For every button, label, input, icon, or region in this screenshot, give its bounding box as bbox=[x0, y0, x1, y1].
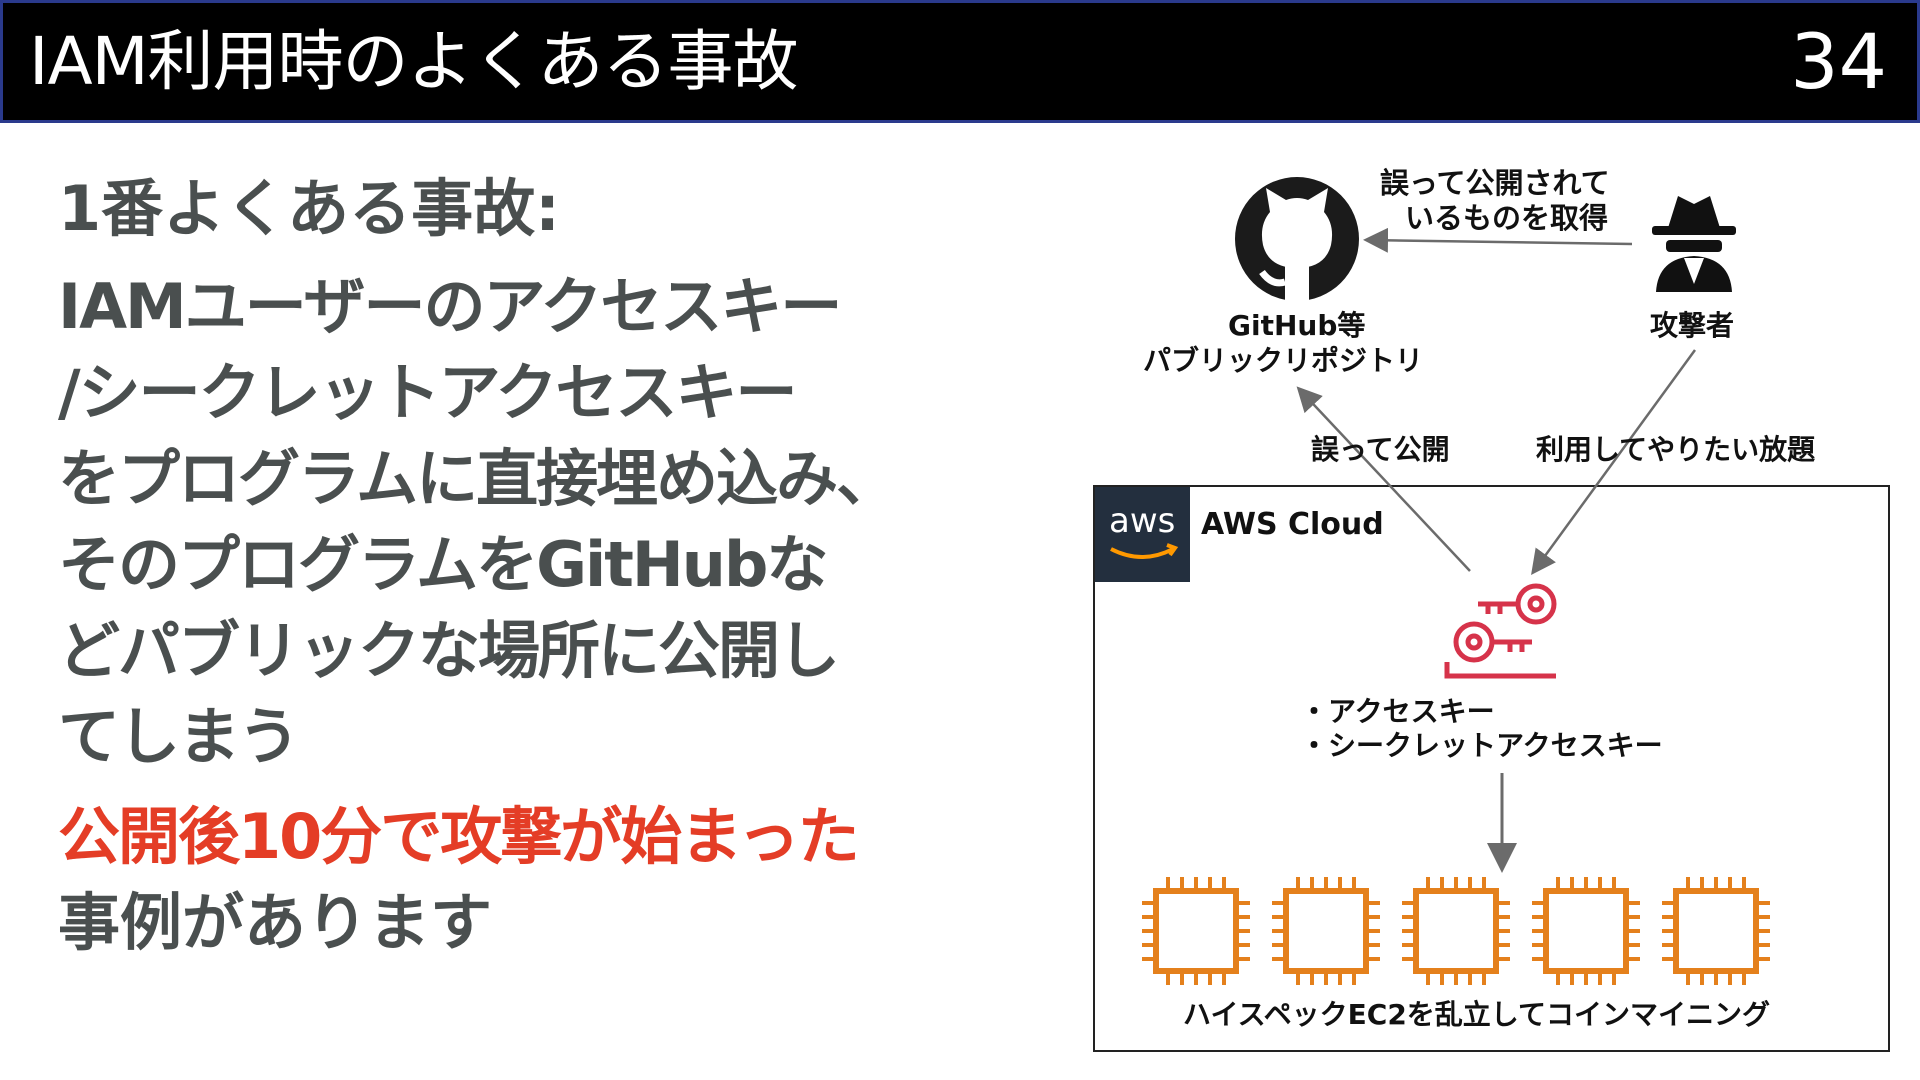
ec2-instance-group bbox=[1142, 877, 1770, 985]
arrow-attacker-to-github bbox=[1363, 227, 1633, 253]
page-number: 34 bbox=[1790, 17, 1887, 106]
github-label-2: パブリックリポジトリ bbox=[1143, 344, 1424, 377]
aws-smile-icon bbox=[1110, 543, 1179, 559]
body-line: をプログラムに直接埋め込み、 bbox=[58, 442, 898, 515]
slide-header: IAM利用時のよくある事故 34 bbox=[0, 0, 1920, 123]
ec2-chip-icon bbox=[1532, 877, 1640, 985]
key-item-2: ・シークレットアクセスキー bbox=[1300, 729, 1663, 762]
ec2-chip-icon bbox=[1662, 877, 1770, 985]
ec2-chip-icon bbox=[1272, 877, 1380, 985]
ec2-caption: ハイスペックEC2を乱立してコインマイニング bbox=[1183, 998, 1770, 1031]
body-line: そのプログラムをGitHubな bbox=[58, 528, 828, 601]
top-arrow-label-2: いるものを取得 bbox=[1405, 201, 1609, 235]
arrow-attacker-to-key bbox=[1531, 349, 1697, 576]
body-line: どパブリックな場所に公開し bbox=[58, 614, 840, 687]
body-line: IAMユーザーのアクセスキー bbox=[58, 270, 842, 343]
left-text-column: 1番よくある事故: IAMユーザーのアクセスキー /シークレットアクセスキー を… bbox=[58, 170, 1048, 966]
arrow-key-to-github bbox=[1296, 386, 1471, 572]
aws-cloud-box: aws AWS Cloud bbox=[1093, 485, 1890, 1052]
github-label-1: GitHub等 bbox=[1228, 309, 1366, 342]
key-icon bbox=[1444, 583, 1557, 679]
ec2-chip-icon bbox=[1142, 877, 1250, 985]
body-line: /シークレットアクセスキー bbox=[58, 356, 798, 429]
slide-title: IAM利用時のよくある事故 bbox=[29, 23, 799, 100]
body-line: てしまう bbox=[58, 700, 300, 773]
cloud-title: AWS Cloud bbox=[1201, 507, 1384, 542]
aws-logo-text: aws bbox=[1109, 501, 1176, 541]
attacker-icon bbox=[1652, 196, 1736, 292]
aws-logo-icon: aws bbox=[1095, 487, 1190, 582]
right-arrow-label: 利用してやりたい放題 bbox=[1536, 433, 1816, 466]
ec2-chip-icon bbox=[1402, 877, 1510, 985]
emphasis-text: 公開後10分で攻撃が始まった bbox=[58, 800, 860, 873]
section-heading: 1番よくある事故: bbox=[58, 172, 560, 245]
emphasis-tail-text: 事例があります bbox=[58, 886, 493, 959]
attacker-label: 攻撃者 bbox=[1650, 309, 1735, 342]
github-icon bbox=[1235, 177, 1359, 302]
left-arrow-label: 誤って公開 bbox=[1311, 433, 1450, 466]
key-item-1: ・アクセスキー bbox=[1300, 695, 1495, 728]
top-arrow-label-1: 誤って公開されて bbox=[1380, 166, 1610, 200]
